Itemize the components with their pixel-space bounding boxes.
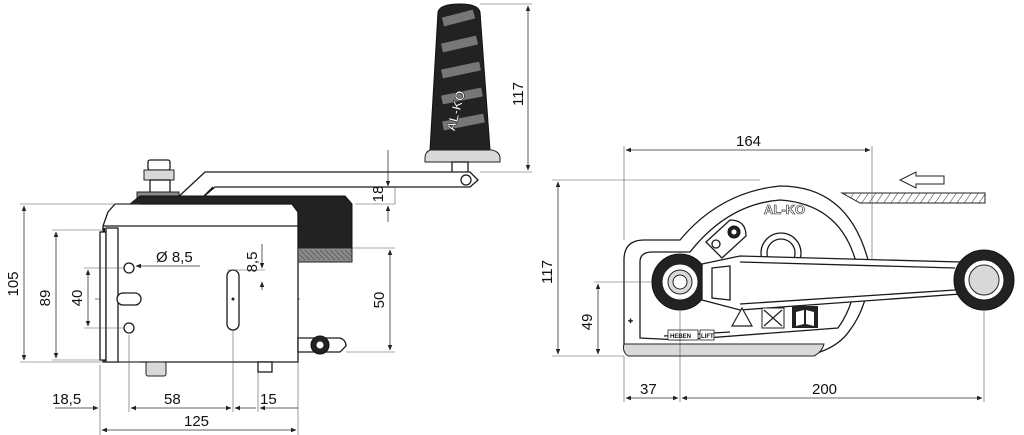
drive-hub [651, 253, 709, 311]
dim-handle-height: 117 [510, 82, 527, 106]
ratchet-pawl [705, 219, 747, 259]
lift-label: HEBEN LIFT [667, 329, 715, 341]
dim-axis-height: 50 [371, 292, 388, 309]
crank-grip: AL-KO [424, 3, 501, 175]
mounting-hole-bottom [123, 322, 135, 334]
dim-slot-spacing: 58 [164, 391, 181, 408]
dim-front-axis-height: 49 [579, 314, 596, 331]
svg-text:✚: ✚ [628, 318, 633, 325]
dim-left-offset: 18,5 [52, 391, 81, 408]
dim-crank-offset: 18 [370, 186, 387, 203]
front-view: ✚ AL-KO [539, 133, 1015, 402]
lift-label-text: HEBEN [670, 334, 691, 340]
manual-book-icon [792, 306, 818, 328]
dim-plate-height: 89 [37, 290, 54, 307]
winch-housing [99, 195, 353, 377]
warning-triangle-icon [730, 306, 754, 327]
dim-slot-edge: 15 [260, 391, 277, 408]
warning-labels [730, 306, 818, 329]
front-crank-arm [701, 249, 1015, 311]
dim-total-width: 125 [184, 413, 209, 430]
lift-label-short: LIFT [701, 334, 714, 340]
mounting-hole-top [123, 262, 135, 274]
dim-front-left-offset: 37 [640, 381, 657, 398]
dim-front-total-height: 117 [539, 260, 556, 284]
dim-crank-length: 200 [812, 381, 837, 398]
dim-hole-diameter: Ø 8,5 [156, 249, 193, 266]
cable [840, 192, 986, 204]
mounting-slot-middle [116, 292, 142, 306]
housing-brand-logo: AL-KO [764, 202, 805, 217]
dim-body-height: 105 [5, 271, 22, 296]
dim-hole-spacing: 40 [69, 290, 86, 307]
dim-slot-width: 8,5 [244, 252, 261, 273]
side-dimensions: 117 18 105 89 40 Ø 8,5 [5, 3, 532, 435]
side-view: AL-KO [5, 3, 532, 435]
front-dimensions: 164 117 49 37 200 [539, 133, 985, 402]
dim-drum-width: 164 [736, 133, 761, 150]
cable-direction-arrow [898, 171, 945, 189]
